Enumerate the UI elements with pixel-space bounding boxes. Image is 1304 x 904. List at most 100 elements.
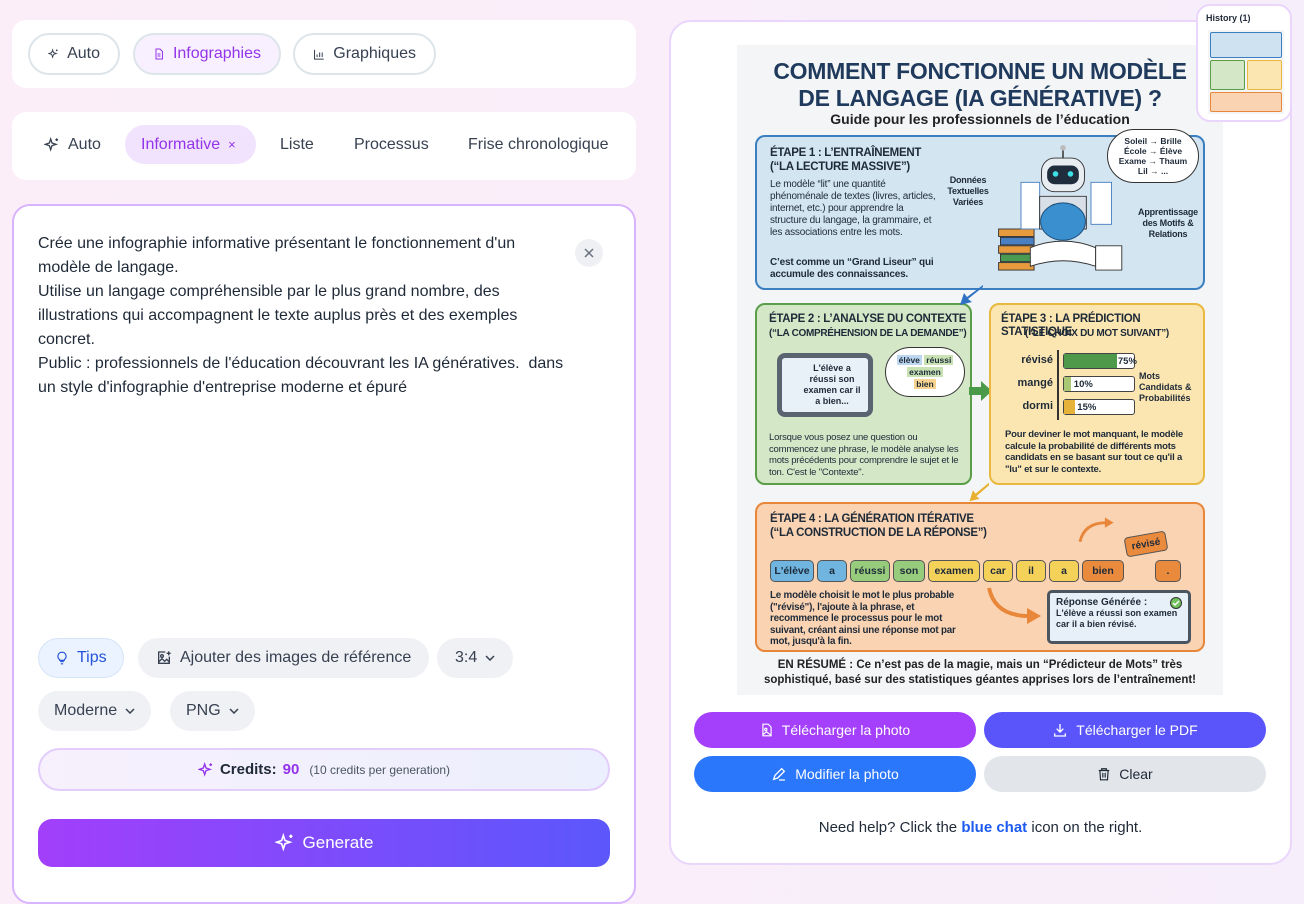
step-4-box: ÉTAPE 4 : LA GÉNÉRATION ITÉRATIVE (“LA C…	[755, 502, 1205, 652]
download-pdf-button[interactable]: Télécharger le PDF	[984, 712, 1266, 748]
step-1-box: ÉTAPE 1 : L’ENTRAÎNEMENT (“LA LECTURE MA…	[755, 129, 1205, 290]
bar-fill	[1064, 377, 1071, 391]
step-body: C’est comme un “Grand Liseur” qui accumu…	[770, 257, 934, 280]
bar-label: révisé	[1021, 354, 1053, 366]
add-reference-images-button[interactable]: Ajouter des images de référence	[138, 638, 430, 678]
step-subtitle: (“LA LECTURE MASSIVE”)	[770, 161, 910, 173]
step-body: Le modèle “lit” une quantité phénoménale…	[770, 179, 936, 238]
word-piece: .	[1155, 560, 1181, 582]
step-body: Lorsque vous posez une question ou comme…	[769, 432, 959, 478]
bar-fill	[1064, 400, 1075, 414]
step-body: Pour deviner le mot manquant, le modèle …	[1005, 429, 1184, 475]
lightbulb-icon	[57, 651, 67, 665]
history-label: History (1)	[1206, 13, 1251, 23]
word-piece: car	[983, 560, 1013, 582]
bar-fill	[1064, 354, 1117, 368]
history-thumbnail[interactable]	[1208, 30, 1284, 114]
button-label: Télécharger le PDF	[1076, 722, 1198, 738]
help-suffix: icon on the right.	[1031, 819, 1143, 836]
word-piece: bien	[1082, 560, 1124, 582]
style-tab-informative[interactable]: Informative ×	[125, 125, 256, 164]
step-3-box: ÉTAPE 3 : LA PRÉDICTION STATISTIQUE (“LE…	[989, 303, 1205, 485]
bar-chart-icon	[314, 49, 324, 60]
curved-arrow-icon	[1078, 517, 1114, 543]
blue-chat-link[interactable]: blue chat	[961, 819, 1028, 836]
ratio-value: 3:4	[455, 649, 478, 666]
probability-bar: 15%	[1063, 399, 1135, 415]
history-panel[interactable]: History (1)	[1196, 4, 1292, 122]
style-tab-liste[interactable]: Liste	[264, 125, 330, 164]
bar-label: dormi	[1022, 400, 1053, 412]
word-piece: L'élève	[770, 560, 814, 582]
step-subtitle: (“LE CHOIX DU MOT SUIVANT”)	[1025, 328, 1169, 339]
step-title: ÉTAPE 1 : L’ENTRAÎNEMENT	[770, 147, 922, 159]
thought-bubble: Soleil → Brille École → Élève Exame → Th…	[1107, 129, 1199, 183]
tab-label: Infographies	[172, 45, 261, 62]
style-tab-frise[interactable]: Frise chronologique	[452, 125, 625, 164]
check-circle-icon	[1170, 597, 1182, 609]
sparkle-icon	[48, 48, 58, 59]
tips-label: Tips	[77, 649, 107, 666]
word-piece: examen	[928, 560, 980, 582]
step-2-box: ÉTAPE 2 : L’ANALYSE DU CONTEXTE (“LA COM…	[755, 303, 972, 485]
format-value: PNG	[186, 702, 221, 719]
arrow-right-icon	[969, 381, 992, 401]
bubble-line: Lil → ...	[1137, 166, 1169, 176]
generated-infographic[interactable]: COMMENT FONCTIONNE UN MODÈLE DE LANGAGE …	[737, 45, 1223, 695]
cloud-word: bien	[914, 379, 936, 389]
tab-graphiques[interactable]: Graphiques	[293, 33, 436, 75]
tab-label: Auto	[68, 135, 101, 153]
tab-auto[interactable]: Auto	[28, 33, 120, 75]
format-select[interactable]: PNG	[170, 691, 255, 731]
prompt-card: Crée une infographie informative présent…	[12, 204, 636, 904]
credits-display: Credits: 90 (10 credits per generation)	[38, 748, 610, 791]
button-label: Clear	[1119, 766, 1153, 782]
step-title: ÉTAPE 3 : LA PRÉDICTION STATISTIQUE	[1001, 313, 1141, 338]
cloud-word: réussi	[924, 355, 954, 365]
style-select[interactable]: Moderne	[38, 691, 152, 731]
response-text: L'élève a réussi son examen car il a bie…	[1056, 608, 1178, 629]
style-tab-processus[interactable]: Processus	[338, 125, 445, 164]
probability-bar: 10%	[1063, 376, 1135, 392]
summary-text: Ce n’est pas de la magie, mais un “Prédi…	[763, 659, 1197, 686]
infographic-title: DE LANGAGE (IA GÉNÉRATIVE) ?	[798, 85, 1162, 111]
style-tab-auto[interactable]: Auto	[28, 125, 117, 164]
step-subtitle: (“LA COMPRÉHENSION DE LA DEMANDE”)	[769, 328, 967, 339]
infographic-subtitle: Guide pour les professionnels de l’éduca…	[830, 111, 1130, 127]
curved-arrow-icon	[987, 587, 1041, 624]
generate-button[interactable]: Generate	[38, 819, 610, 867]
bar-value: 10%	[1073, 379, 1093, 390]
sparkle-icon	[274, 833, 293, 852]
bar-label: mangé	[1017, 377, 1053, 389]
tablet-text: L'élève a réussi son examen car il a bie…	[782, 358, 868, 412]
edit-photo-button[interactable]: Modifier la photo	[694, 756, 976, 792]
clear-button[interactable]: Clear	[984, 756, 1266, 792]
add-reference-label: Ajouter des images de référence	[180, 649, 412, 666]
label-data: Données Textuelles Variées	[947, 175, 989, 207]
tab-label: Processus	[354, 135, 429, 153]
tips-button[interactable]: Tips	[38, 638, 124, 678]
button-label: Modifier la photo	[795, 766, 899, 782]
clear-prompt-button[interactable]	[575, 239, 603, 267]
help-prefix: Need help? Click the	[818, 819, 958, 836]
trash-icon	[1099, 768, 1110, 781]
bubble-line: Soleil → Brille	[1124, 136, 1182, 146]
prompt-input[interactable]: Crée une infographie informative présent…	[38, 235, 564, 396]
tab-label: Informative	[141, 135, 221, 153]
ratio-select[interactable]: 3:4	[437, 638, 514, 678]
tab-label: Liste	[280, 135, 314, 153]
download-photo-button[interactable]: Télécharger la photo	[694, 712, 976, 748]
bar-value: 15%	[1077, 402, 1097, 413]
download-icon	[1054, 724, 1067, 737]
response-title: Réponse Générée :	[1056, 597, 1148, 608]
infographic-title: COMMENT FONCTIONNE UN MODÈLE	[773, 58, 1187, 84]
close-icon[interactable]: ×	[228, 137, 236, 152]
tab-infographies[interactable]: Infographies	[133, 33, 281, 75]
tab-label: Graphiques	[333, 45, 416, 62]
bubble-line: Exame → Thaum	[1118, 156, 1188, 166]
help-text: Need help? Click the blue chat icon on t…	[669, 819, 1292, 836]
summary-label: EN RÉSUMÉ :	[777, 659, 854, 671]
step-body: Le modèle choisit le mot le plus probabl…	[770, 590, 956, 647]
cloud-word: élève	[896, 355, 922, 365]
step-title: ÉTAPE 4 : LA GÉNÉRATION ITÉRATIVE	[770, 513, 974, 525]
